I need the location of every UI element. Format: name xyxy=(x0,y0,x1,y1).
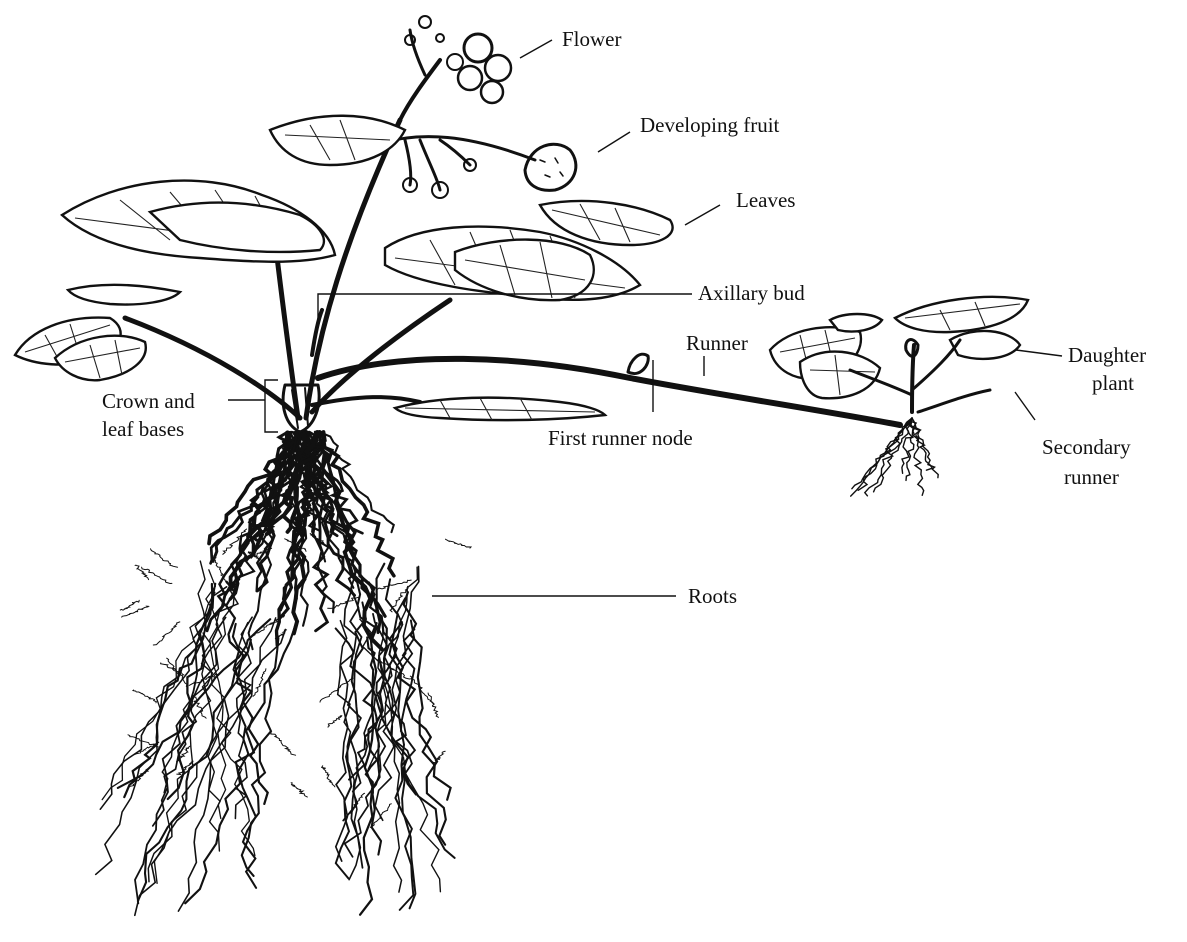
leader-flower xyxy=(520,40,552,58)
root-strand xyxy=(377,580,411,590)
leaves xyxy=(15,116,673,420)
label-crown-line1: Crown and xyxy=(102,389,195,413)
label-flower: Flower xyxy=(562,27,622,51)
leader-developing-fruit xyxy=(598,132,630,152)
root-system xyxy=(96,418,939,915)
label-secondary-runner-line2: runner xyxy=(1064,465,1119,489)
label-daughter-plant-line2: plant xyxy=(1092,371,1134,395)
root-strand xyxy=(428,693,438,717)
root-strand xyxy=(446,539,472,548)
label-developing-fruit: Developing fruit xyxy=(640,113,780,137)
first-runner-node xyxy=(628,354,648,373)
root-strand xyxy=(213,556,226,583)
leader-axillary-bud xyxy=(318,294,692,320)
flower-cluster xyxy=(403,16,511,198)
label-daughter-plant-line1: Daughter xyxy=(1068,343,1146,367)
daughter-plant xyxy=(770,297,1028,412)
root-strand xyxy=(153,622,180,645)
root-strand xyxy=(322,766,335,787)
label-crown-line2: leaf bases xyxy=(102,417,184,441)
root-strand xyxy=(151,549,178,567)
label-secondary-runner-line1: Secondary xyxy=(1042,435,1131,459)
leader-daughter-plant xyxy=(1016,350,1062,356)
leader-crown-bracket xyxy=(228,380,278,432)
label-axillary-bud: Axillary bud xyxy=(698,281,805,305)
leader-leaves xyxy=(685,205,720,225)
root-strand xyxy=(226,582,268,804)
root-strand xyxy=(865,418,912,496)
root-strand xyxy=(328,716,341,728)
root-strand xyxy=(271,732,296,755)
root-strand xyxy=(291,783,308,798)
label-first-runner-node: First runner node xyxy=(548,426,693,450)
root-strand xyxy=(320,678,353,702)
root-strand xyxy=(153,618,226,826)
developing-fruit xyxy=(525,144,576,190)
leader-secondary-runner xyxy=(1015,392,1035,420)
label-leaves: Leaves xyxy=(736,188,795,212)
root-strand xyxy=(118,619,270,788)
root-strand xyxy=(120,600,139,610)
root-strand xyxy=(133,690,156,703)
label-roots: Roots xyxy=(688,584,737,608)
label-runner: Runner xyxy=(686,331,748,355)
